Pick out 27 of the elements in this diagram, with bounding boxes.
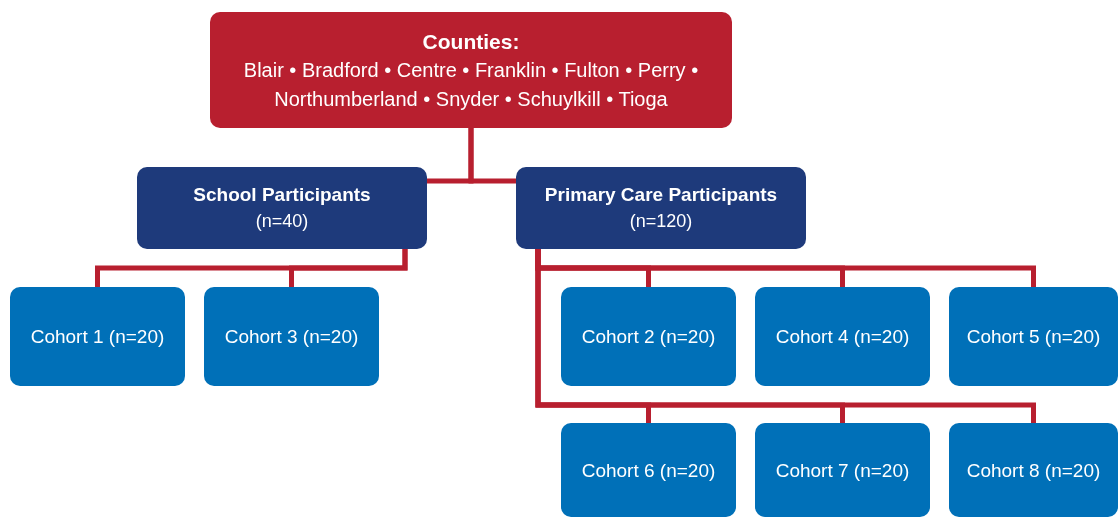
count-label: (n=120) [629,210,693,233]
connector-line [289,249,408,287]
cohort-label: Cohort 6 (n=20) [581,458,716,483]
cohort-box [949,287,1118,386]
cohort-label: Cohort 2 (n=20) [581,325,716,349]
cohort-label: Cohort 3 (n=20) [224,325,359,349]
cohort-label: Cohort 7 (n=20) [775,458,910,483]
cohort-box [10,287,185,386]
cohort-box [755,287,930,386]
county-list: Blair • Bradford • Centre • Franklin • Fulton • Perry • Northumberland • Snyder • Schuylkill • Tioga [218,55,724,114]
group-box [137,167,427,249]
cohort-box [204,287,379,386]
cohort-box [755,423,930,517]
cohort-label: Cohort 8 (n=20) [966,458,1101,483]
cohort-box [561,423,736,517]
cohort-label: Cohort 1 (n=20) [30,325,165,349]
heading: School Participants [193,183,371,207]
connector-line [468,128,516,184]
region-box [210,12,732,128]
heading: Primary Care Participants [544,183,778,207]
cohort-label: Cohort 4 (n=20) [775,325,910,349]
cohort-box [561,287,736,386]
group-box [516,167,806,249]
count-label: (n=40) [255,210,309,233]
cohort-label: Cohort 5 (n=20) [966,325,1101,349]
heading: Counties: [422,28,520,55]
cohort-box [949,423,1118,517]
